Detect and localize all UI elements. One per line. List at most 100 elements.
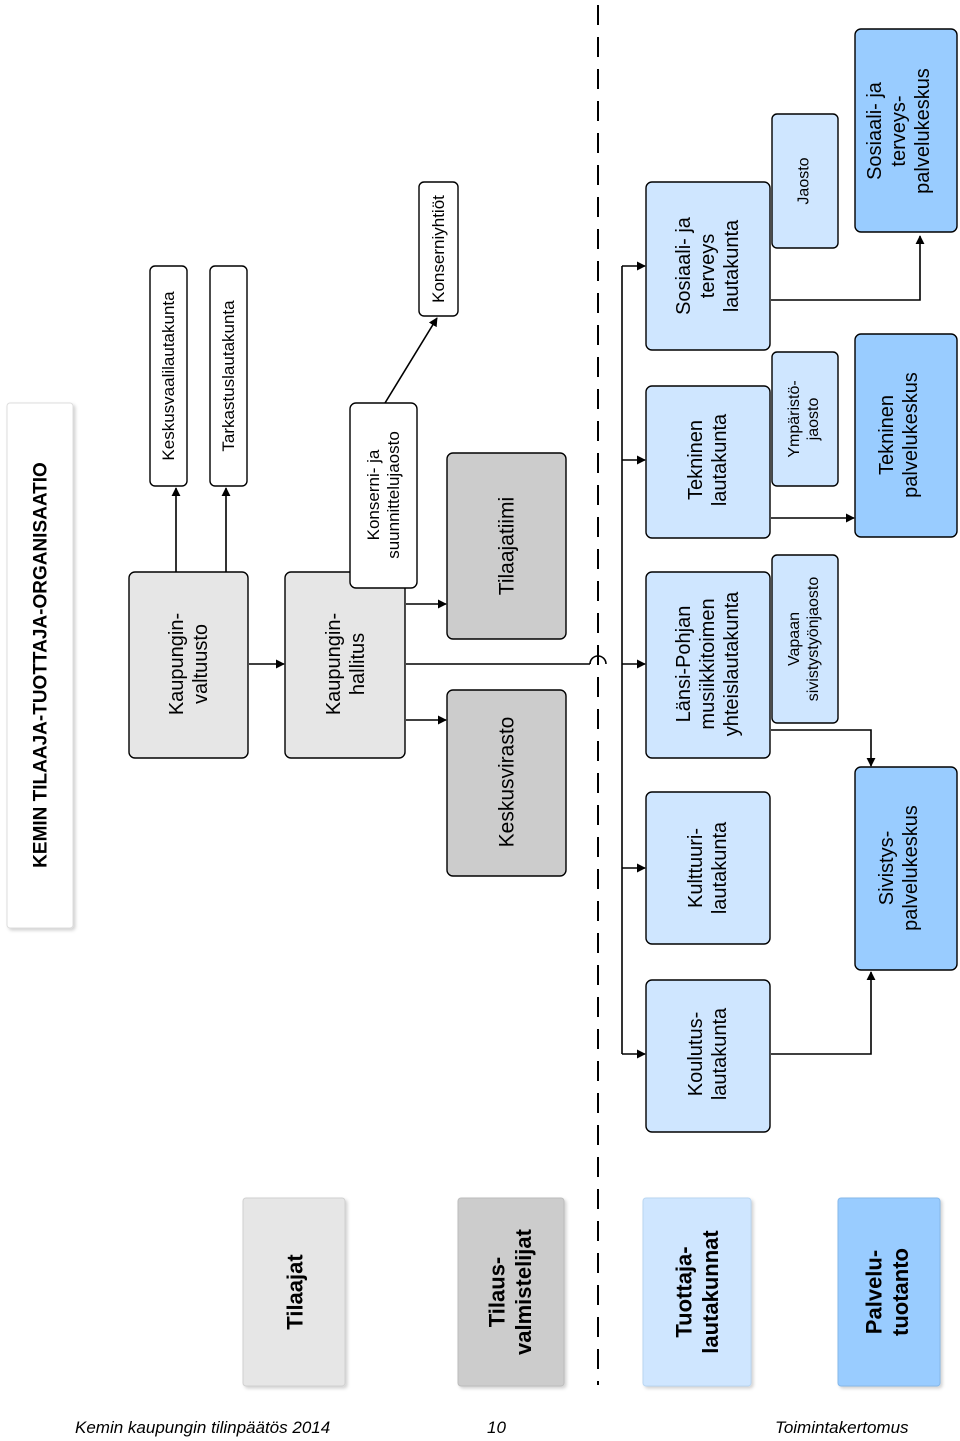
node-label: Jaosto (796, 157, 813, 204)
node-label: Kaupungin-hallitus (323, 613, 369, 715)
node-label-line: lautakunta (709, 821, 731, 914)
node-label: Ympäristö-jaosto (786, 380, 822, 457)
node-label-line: Tarkastuslautakunta (219, 300, 238, 452)
node-label-line: Sosiaali- ja (673, 216, 695, 315)
node-label-line: Sosiaali- ja (864, 81, 886, 180)
box-keskusvaalilautakunta: Keskusvaalilautakunta (149, 265, 188, 487)
node-label-line: Konserni- ja (364, 449, 383, 540)
node-label-line: sivistystyönjaosto (805, 577, 822, 702)
node-label: Palvelu-tuotanto (862, 1248, 913, 1336)
node-label-line: Tilaajatiimi (495, 497, 518, 595)
node-label-line: Keskusvirasto (495, 717, 518, 848)
node-label-line: lautakunta (721, 219, 743, 312)
box-kaupunginhallitus: Kaupungin-hallitus (284, 571, 406, 759)
arrow-sosiaali-keskus (771, 235, 925, 301)
node-label-line: Keskusvaalilautakunta (159, 291, 178, 461)
node-label: Kulttuuri-lautakunta (685, 821, 731, 914)
node-label: Tarkastuslautakunta (219, 300, 238, 452)
box-kulttuurilautakunta: Kulttuuri-lautakunta (645, 791, 771, 945)
node-label-line: Tekninen (685, 420, 707, 500)
node-label-line: hallitus (347, 633, 369, 695)
node-label-line: KEMIN TILAAJA-TUOTTAJA-ORGANISAATIO (31, 462, 52, 868)
node-label-line: terveys (697, 234, 719, 298)
node-label-line: suunnittelujaosto (384, 431, 403, 559)
node-label-line: lautakunta (709, 413, 731, 506)
node-label-line: Sivistys- (876, 831, 898, 905)
node-label-line: yhteislautakunta (721, 591, 743, 736)
legend-palvelutuotanto: Palvelu-tuotanto (837, 1197, 941, 1387)
node-label-line: Palvelu- (862, 1250, 887, 1334)
box-tarkastuslautakunta: Tarkastuslautakunta (209, 265, 248, 487)
line-hop (589, 655, 607, 665)
connectors (171, 235, 925, 1059)
node-label: Keskusvirasto (495, 717, 518, 848)
node-label: Tilaus-valmistelijat (485, 1228, 536, 1355)
node-label-line: Ympäristö- (786, 380, 803, 457)
node-label-line: Tekninen (876, 395, 898, 475)
title-panel: KEMIN TILAAJA-TUOTTAJA-ORGANISAATIO (6, 402, 74, 929)
node-label-line: Tilaus- (485, 1257, 510, 1328)
legend-tilaajat: Tilaajat (242, 1197, 346, 1387)
node-label-line: musiikkitoimen (697, 598, 719, 729)
arrow-musiikki-sivistys (771, 729, 876, 767)
node-label-line: Tilaajat (283, 1254, 308, 1330)
box-jaosto: Jaosto (771, 113, 839, 249)
node-label-line: Koulutus- (685, 1012, 707, 1097)
node-label-line: Tuottaja- (672, 1246, 697, 1337)
line-jaosto-konserniyhtiot (384, 317, 438, 404)
node-label: Koulutus-lautakunta (685, 1007, 731, 1100)
node-label: KEMIN TILAAJA-TUOTTAJA-ORGANISAATIO (31, 462, 52, 868)
node-label: Keskusvaalilautakunta (159, 291, 178, 461)
node-label-line: Kaupungin- (166, 613, 188, 715)
box-ymparisto-jaosto: Ympäristö-jaosto (771, 351, 839, 487)
box-sivistyspalvelukeskus: Sivistys-palvelukeskus (854, 766, 958, 971)
footer-page-number: 10 (487, 1418, 506, 1437)
footer-right: Toimintakertomus (775, 1418, 909, 1437)
node-label-line: palvelukeskus (912, 68, 934, 194)
node-label: Tilaajat (283, 1254, 308, 1330)
node-label: Konserniyhtiöt (429, 195, 448, 303)
node-label-line: terveys- (888, 95, 910, 166)
box-konserni-jaosto: Konserni- jasuunnittelujaosto (349, 402, 418, 589)
box-tilaajatiimi: Tilaajatiimi (446, 452, 567, 640)
node-label-line: lautakunnat (698, 1230, 723, 1354)
node-label-line: jaosto (805, 398, 822, 442)
node-label-line: Konserniyhtiöt (429, 195, 448, 303)
node-label-line: Kulttuuri- (685, 828, 707, 908)
node-label-line: palvelukeskus (900, 805, 922, 931)
node-label: Sivistys-palvelukeskus (876, 805, 922, 931)
node-label-line: Jaosto (796, 157, 813, 204)
node-label-line: palvelukeskus (900, 372, 922, 498)
node-label-line: valtuusto (190, 624, 212, 704)
node-label: Kaupungin-valtuusto (166, 613, 212, 715)
legend-tuottajalautakunnat: Tuottaja-lautakunnat (642, 1197, 752, 1387)
node-label: Tuottaja-lautakunnat (672, 1230, 723, 1354)
node-label-line: Vapaan (786, 612, 803, 666)
box-koulutuslautakunta: Koulutus-lautakunta (645, 979, 771, 1133)
legend-tilausvalmistelijat: Tilaus-valmistelijat (457, 1197, 565, 1387)
node-label-line: tuotanto (888, 1248, 913, 1336)
node-label: Konserni- jasuunnittelujaosto (364, 431, 403, 559)
node-label-line: Kaupungin- (323, 613, 345, 715)
box-keskusvirasto: Keskusvirasto (446, 689, 567, 877)
footer-left: Kemin kaupungin tilinpäätös 2014 (75, 1418, 331, 1437)
node-label-line: Länsi-Pohjan (673, 606, 695, 723)
node-label-line: valmistelijat (511, 1228, 536, 1355)
box-kaupunginvaltuusto: Kaupungin-valtuusto (128, 571, 249, 759)
node-label-line: lautakunta (709, 1007, 731, 1100)
box-konserniyhtiot: Konserniyhtiöt (418, 181, 459, 317)
arrow-koulutus-sivistys (771, 971, 876, 1055)
